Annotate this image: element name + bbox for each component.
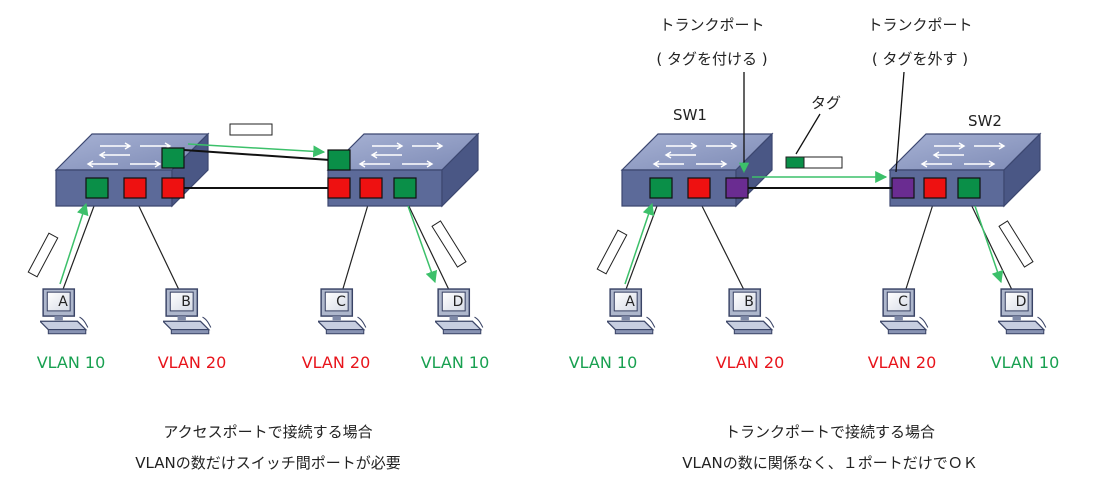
right-pc-a: A bbox=[607, 288, 656, 335]
right-pc-b: B bbox=[726, 288, 775, 335]
tagged-frame bbox=[785, 156, 843, 169]
vlan-tag bbox=[785, 156, 805, 169]
cable-b bbox=[134, 197, 181, 293]
cable-d bbox=[404, 197, 451, 293]
trunk1-title: トランクポート bbox=[659, 16, 764, 34]
svg-text:B: B bbox=[181, 294, 191, 310]
tag-label: タグ bbox=[811, 94, 841, 112]
r-cable-b bbox=[697, 197, 746, 293]
r-port-sw2-trunk bbox=[891, 177, 915, 199]
right-caption-line1: トランクポートで接続する場合 bbox=[725, 423, 935, 441]
left-pc-a: A bbox=[40, 288, 89, 335]
r-frame-left-in bbox=[596, 229, 628, 275]
r-cable-d bbox=[967, 197, 1014, 293]
r-port-sw1-b bbox=[687, 177, 711, 199]
right-caption-line2: VLANの数に関係なく、１ポートだけでＯＫ bbox=[682, 454, 977, 472]
left-vlan-a: VLAN 10 bbox=[37, 353, 106, 372]
port-sw1-a bbox=[85, 177, 109, 199]
cable-c bbox=[341, 197, 371, 293]
svg-text:D: D bbox=[1016, 294, 1027, 310]
right-diagram: タグ トランクポート ( タグを付ける ) トランクポート ( タグを外す ) … bbox=[569, 16, 1060, 472]
frame-top bbox=[229, 123, 273, 136]
port-sw2-d bbox=[393, 177, 417, 199]
svg-text:A: A bbox=[625, 294, 635, 310]
left-vlan-b: VLAN 20 bbox=[158, 353, 227, 372]
trunk2-title: トランクポート bbox=[867, 16, 972, 34]
tag-pointer bbox=[795, 113, 821, 155]
arrow-to-d bbox=[407, 205, 438, 284]
r-cable-c bbox=[904, 197, 936, 293]
left-caption-line1: アクセスポートで接続する場合 bbox=[163, 423, 372, 441]
svg-text:B: B bbox=[744, 294, 754, 310]
sw2-label: SW2 bbox=[968, 112, 1002, 130]
trunk2-note: ( タグを外す ) bbox=[872, 50, 968, 68]
r-port-sw2-d bbox=[957, 177, 981, 199]
left-vlan-c: VLAN 20 bbox=[302, 353, 371, 372]
sw1-label: SW1 bbox=[673, 106, 707, 124]
left-diagram: A B C D VLAN 10 VLAN 20 VLAN 20 VLAN 10 … bbox=[27, 123, 490, 472]
r-arrow-to-d bbox=[974, 205, 1004, 284]
link-vlan10 bbox=[183, 149, 331, 161]
left-caption-line2: VLANの数だけスイッチ間ポートが必要 bbox=[135, 454, 400, 472]
left-vlan-d: VLAN 10 bbox=[421, 353, 490, 372]
port-sw1-uplink-10 bbox=[161, 147, 185, 169]
r-arrow-from-a bbox=[624, 202, 655, 285]
r-port-sw2-c bbox=[923, 177, 947, 199]
right-vlan-a: VLAN 10 bbox=[569, 353, 638, 372]
right-pc-d: D bbox=[998, 288, 1047, 335]
frame-arrow-top bbox=[187, 143, 326, 158]
svg-text:C: C bbox=[336, 294, 346, 310]
arrow-from-a bbox=[59, 202, 89, 285]
svg-text:A: A bbox=[58, 294, 68, 310]
r-frame-right-out bbox=[998, 220, 1034, 268]
port-sw2-uplink-20 bbox=[327, 177, 351, 199]
r-port-sw1-a bbox=[649, 177, 673, 199]
port-sw2-c bbox=[359, 177, 383, 199]
right-vlan-d: VLAN 10 bbox=[991, 353, 1060, 372]
port-sw1-b bbox=[123, 177, 147, 199]
right-vlan-c: VLAN 20 bbox=[868, 353, 937, 372]
svg-text:D: D bbox=[453, 294, 464, 310]
r-port-sw1-trunk bbox=[725, 177, 749, 199]
trunk1-note: ( タグを付ける ) bbox=[656, 50, 767, 68]
left-pc-d: D bbox=[435, 288, 484, 335]
right-vlan-b: VLAN 20 bbox=[716, 353, 785, 372]
port-sw2-uplink-10 bbox=[327, 149, 351, 171]
left-pc-b: B bbox=[163, 288, 212, 335]
port-sw1-uplink-20 bbox=[161, 177, 185, 199]
frame-left-in bbox=[27, 232, 59, 278]
frame-right-out bbox=[431, 220, 467, 268]
cable-a bbox=[61, 197, 98, 293]
trunk2-pointer bbox=[895, 71, 905, 173]
r-cable-a bbox=[624, 197, 661, 293]
svg-text:C: C bbox=[898, 294, 908, 310]
left-pc-c: C bbox=[318, 288, 367, 335]
right-pc-c: C bbox=[880, 288, 929, 335]
